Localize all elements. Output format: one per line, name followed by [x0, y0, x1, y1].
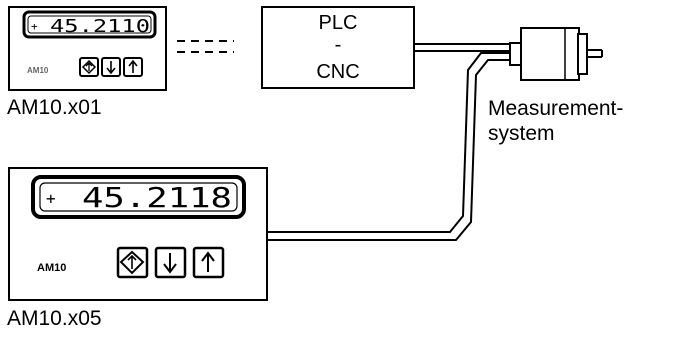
- device-small-display: [22, 10, 157, 39]
- device-small-function-key[interactable]: [79, 57, 99, 77]
- device-large-down-arrow-icon: [163, 253, 177, 274]
- controller-box: [261, 6, 415, 89]
- device-large-brand: AM10: [37, 262, 66, 274]
- device-large-display-inner: [39, 182, 238, 212]
- controller-line-plc: PLC: [319, 12, 358, 34]
- sensor-label-line1: Measurement-: [488, 97, 623, 120]
- sensor-label-line2: system: [488, 122, 555, 145]
- sensor-body: [520, 27, 580, 81]
- device-large-display: [31, 175, 246, 219]
- device-large-readout: 45.2118: [82, 181, 232, 214]
- device-large-set-icon: [127, 254, 137, 269]
- device-large-function-key[interactable]: [116, 246, 149, 279]
- controller-line-cnc: CNC: [316, 61, 359, 83]
- device-small-up-arrow-icon: [128, 59, 138, 73]
- device-small-down-arrow-icon: [106, 61, 116, 75]
- plc-cnc-controller: PLC - CNC: [261, 6, 415, 89]
- device-small-set-icon: [85, 62, 93, 71]
- device-small-model-label: AM10.x01: [7, 96, 102, 119]
- device-small-sign: +: [31, 20, 38, 33]
- device-small-readout: 45.2110: [50, 16, 150, 37]
- device-large-up-key[interactable]: [192, 246, 225, 279]
- device-large-up-arrow-icon: [201, 251, 215, 272]
- device-large-model-label: AM10.x05: [7, 307, 102, 330]
- device-large-down-key[interactable]: [154, 246, 187, 279]
- device-am10-x01: + 45.2110 AM10 AM10.x01: [7, 6, 167, 119]
- device-small-up-key[interactable]: [123, 57, 143, 77]
- dashed-link: [177, 40, 234, 53]
- sensor-flange: [577, 33, 588, 75]
- device-small-down-key[interactable]: [101, 57, 121, 77]
- controller-line-dash: -: [335, 34, 342, 56]
- cable-controller-to-sensor: [414, 43, 518, 52]
- cable-device-to-sensor: [268, 52, 518, 241]
- measurement-system-sensor: Measurement- system: [488, 27, 623, 145]
- device-small-brand: AM10: [27, 66, 49, 75]
- device-small-display-inner: [27, 15, 152, 34]
- device-large-sign: +: [46, 189, 56, 208]
- device-am10-x05: + 45.2118 AM10 AM10.x05: [7, 167, 268, 330]
